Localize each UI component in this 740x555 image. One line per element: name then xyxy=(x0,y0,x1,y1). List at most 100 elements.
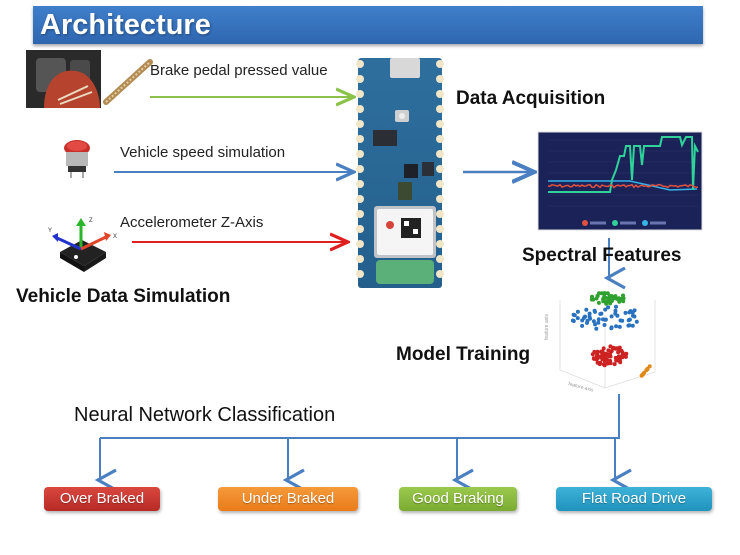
board-pin xyxy=(436,90,444,98)
scatter-point-green-cluster xyxy=(597,291,601,296)
scatter-point-blue-cluster xyxy=(580,323,585,328)
scatter-point-green-cluster xyxy=(596,300,601,305)
accel-input-label: Accelerometer Z-Axis xyxy=(120,214,264,231)
scatter-point-blue-cluster xyxy=(626,323,631,328)
scatter-point-red-cluster xyxy=(617,358,622,363)
scatter-point-red-cluster xyxy=(616,350,621,355)
board-pin xyxy=(356,75,364,83)
board-pin xyxy=(356,195,364,203)
legend-label-brake xyxy=(620,221,636,225)
title-bar xyxy=(33,6,703,44)
scatter-point-blue-cluster xyxy=(623,310,628,315)
board-pin xyxy=(436,255,444,263)
model-scatter-plot: feature axis feature axis xyxy=(544,291,656,394)
scatter-point-blue-cluster xyxy=(591,319,596,324)
scatter-point-green-cluster xyxy=(619,296,624,301)
class-flat-road-drive: Flat Road Drive xyxy=(556,487,712,511)
scatter-point-red-cluster xyxy=(610,345,615,350)
microcontroller-board xyxy=(356,58,444,288)
page-title: Architecture xyxy=(40,9,211,41)
board-pin xyxy=(436,75,444,83)
spectral-features-heading: Spectral Features xyxy=(522,245,682,266)
scatter-point-blue-cluster xyxy=(631,313,635,318)
linear-potentiometer-icon xyxy=(103,59,153,105)
scatter-point-blue-cluster xyxy=(571,312,576,317)
scatter-point-red-cluster xyxy=(598,360,603,365)
push-button-icon xyxy=(64,140,90,178)
scatter-point-blue-cluster xyxy=(602,323,607,327)
scatter-point-blue-cluster xyxy=(627,310,632,315)
accel-series xyxy=(547,183,699,189)
scatter-point-blue-cluster xyxy=(614,324,619,329)
classification-tree xyxy=(94,394,632,492)
scatter-point-green-cluster xyxy=(594,296,599,301)
board-pin xyxy=(436,195,444,203)
board-pin xyxy=(436,150,444,158)
scatter-point-green-cluster xyxy=(606,296,611,301)
scatter-point-red-cluster xyxy=(595,349,600,354)
speed-input-label: Vehicle speed simulation xyxy=(120,144,286,161)
class-under-braked: Under Braked xyxy=(218,487,358,511)
brake-series xyxy=(548,136,699,193)
board-pin xyxy=(436,105,444,113)
scatter-point-red-cluster xyxy=(620,355,625,360)
scatter-point-red-cluster xyxy=(619,348,624,353)
board-pin xyxy=(436,180,444,188)
board-pin xyxy=(436,210,444,218)
scatter-point-orange-cluster xyxy=(642,370,647,375)
scatter-point-blue-cluster xyxy=(593,309,597,314)
legend-marker-speed xyxy=(642,220,648,226)
board-pin xyxy=(436,240,444,248)
legend-label-speed xyxy=(650,221,666,225)
scatter-point-blue-cluster xyxy=(601,317,605,322)
axis-label-y: Y xyxy=(48,228,52,234)
board-pin xyxy=(356,135,364,143)
scatter-point-blue-cluster xyxy=(575,309,580,314)
board-pin xyxy=(436,60,444,68)
scatter-point-blue-cluster xyxy=(614,304,618,309)
scatter-point-red-cluster xyxy=(608,354,613,359)
scatter-point-orange-cluster xyxy=(647,364,652,369)
board-pin xyxy=(356,90,364,98)
axis-label-x: X xyxy=(113,234,117,240)
board-pin xyxy=(356,120,364,128)
scatter-point-green-cluster xyxy=(601,297,606,302)
scatter-point-blue-cluster xyxy=(596,320,601,325)
board-pin xyxy=(436,165,444,173)
board-pin xyxy=(356,225,364,233)
scatter-point-blue-cluster xyxy=(627,317,632,322)
scatter-point-blue-cluster xyxy=(606,305,611,310)
scatter-point-green-cluster xyxy=(591,297,596,302)
scatter-point-blue-cluster xyxy=(620,318,625,323)
legend-marker-accel xyxy=(582,220,588,226)
scatter-point-blue-cluster xyxy=(609,314,614,319)
scatter-point-blue-cluster xyxy=(584,307,589,312)
scatter-point-blue-cluster xyxy=(585,320,589,325)
scatter-point-green-cluster xyxy=(615,297,620,302)
accelerometer-icon: Z Y X xyxy=(48,218,117,272)
vehicle-data-simulation-heading: Vehicle Data Simulation xyxy=(16,286,231,307)
scatter-point-blue-cluster xyxy=(587,314,592,319)
scatter-point-red-cluster xyxy=(608,361,613,366)
svg-text:feature axis: feature axis xyxy=(544,314,550,340)
data-acquisition-heading: Data Acquisition xyxy=(456,88,606,109)
scatter-point-blue-cluster xyxy=(630,323,635,328)
scatter-point-red-cluster xyxy=(623,354,628,359)
board-pin xyxy=(356,60,364,68)
board-pin xyxy=(436,225,444,233)
svg-text:feature axis: feature axis xyxy=(567,381,594,394)
scatter-point-blue-cluster xyxy=(603,307,608,312)
scatter-point-green-cluster xyxy=(603,291,607,296)
scatter-point-green-cluster xyxy=(609,299,614,303)
scatter-point-green-cluster xyxy=(604,299,609,304)
scatter-point-red-cluster xyxy=(624,351,629,356)
scatter-point-blue-cluster xyxy=(615,313,620,318)
speed-series xyxy=(548,180,698,191)
scatter-point-red-cluster xyxy=(591,356,596,361)
scatter-point-red-cluster xyxy=(602,351,607,356)
class-good-braking: Good Braking xyxy=(399,487,517,511)
scatter-point-red-cluster xyxy=(599,349,604,354)
scatter-point-red-cluster xyxy=(600,357,605,362)
scatter-point-blue-cluster xyxy=(599,311,604,316)
